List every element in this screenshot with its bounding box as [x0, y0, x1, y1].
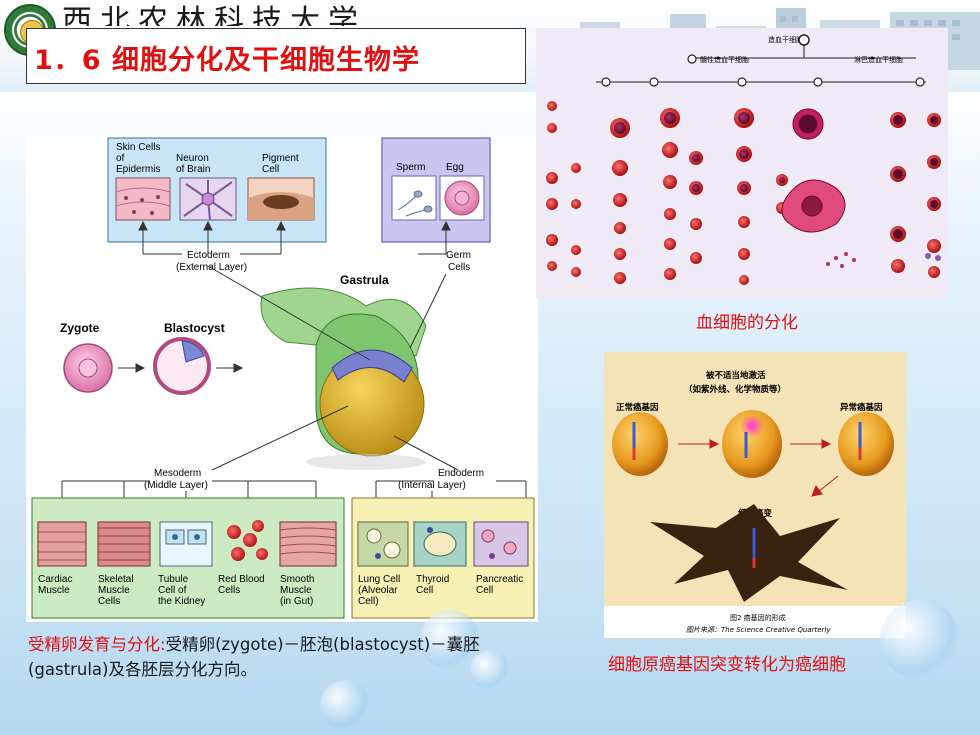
decorative-bubble — [420, 610, 480, 670]
germ-label-egg: Egg — [446, 162, 464, 173]
endo-label-lung-3: Cell) — [358, 596, 379, 607]
meso-label-skeletal-2: Muscle — [98, 585, 130, 596]
endoderm-sub-label: (Internal Layer) — [398, 480, 466, 491]
meso-label-rbc: Red Blood — [218, 574, 265, 585]
blood-diagram-caption: 血细胞的分化 — [696, 313, 798, 333]
myeloid-stem-label: 髓性造血干细胞 — [700, 55, 749, 64]
pancreatic-cell-illustration — [473, 521, 529, 567]
meso-label-rbc-2: Cells — [218, 585, 240, 596]
meso-label-tubule-2: Cell of — [158, 585, 187, 596]
meso-label-skeletal-3: Cells — [98, 596, 120, 607]
mesoderm-label: Mesoderm — [154, 468, 201, 479]
endo-label-lung: Lung Cell — [358, 574, 400, 585]
hsc-label: 造血干细胞 — [768, 35, 803, 44]
germ-cells-label: Germ — [446, 250, 471, 261]
ecto-cell-label-skin: Skin Cells — [116, 142, 160, 153]
ecto-cell-label-skin-3: Epidermis — [116, 164, 160, 175]
ecto-cell-label-neuron-2: of Brain — [176, 164, 210, 175]
skeletal-muscle-illustration — [97, 521, 151, 567]
normal-gene-label: 正常癌基因 — [616, 402, 659, 413]
school-name: 西北农林科技大学 — [62, 4, 366, 26]
activated-cell-illustration — [722, 410, 782, 478]
lymphoid-stem-label: 淋巴造血干细胞 — [854, 55, 903, 64]
endoderm-label: Endoderm — [438, 468, 484, 479]
zygote-label: Zygote — [60, 321, 100, 335]
normal-cell-illustration — [612, 412, 668, 476]
blood-cell-differentiation-diagram: 造血干细胞 髓性造血干细胞 淋巴造血干细胞 — [536, 28, 948, 298]
germ-label-sperm: Sperm — [396, 162, 425, 173]
ecto-cell-label-pigment-2: Cell — [262, 164, 279, 175]
endo-label-lung-2: (Alveolar — [358, 585, 398, 596]
abnormal-gene-label: 异常癌基因 — [840, 402, 883, 413]
endo-label-thyroid: Thyroid — [416, 574, 449, 585]
meso-label-cardiac: Cardiac — [38, 574, 72, 585]
activation-note-2: （如紫外线、化学物质等） — [684, 384, 786, 395]
oncogene-diagram: 被不适当地激活 （如紫外线、化学物质等） 正常癌基因 异常癌基因 细胞癌变 图2… — [604, 352, 906, 638]
decorative-bubble — [470, 650, 510, 690]
red-blood-cells-illustration — [227, 520, 268, 561]
decorative-bubble — [320, 680, 370, 730]
cancer-diagram-caption: 细胞原癌基因突变转化为癌细胞 — [608, 655, 846, 675]
cancer-cell-illustration — [650, 504, 848, 602]
endo-label-thyroid-2: Cell — [416, 585, 433, 596]
blastocyst-illustration — [153, 337, 211, 395]
blastocyst-label: Blastocyst — [164, 321, 225, 335]
ecto-cell-label-pigment: Pigment — [262, 153, 299, 164]
ectoderm-label: Ectoderm — [187, 250, 230, 261]
meso-label-smooth-3: (in Gut) — [280, 596, 313, 607]
embryo-development-diagram: Skin Cells of Epidermis Neuron of Brain … — [26, 136, 538, 622]
cardiac-muscle-illustration — [37, 521, 87, 567]
activation-note: 被不适当地激活 — [706, 370, 766, 381]
caption-body: 受精卵(zygote)－胚泡(blastocyst)－囊胚(gastrula)及… — [28, 635, 480, 679]
endo-label-pancreatic-2: Cell — [476, 585, 493, 596]
gastrula-illustration — [260, 287, 427, 470]
figure-label: 图2 癌基因的形成 — [730, 613, 786, 622]
meso-label-skeletal: Skeletal — [98, 574, 134, 585]
decorative-bubble — [880, 600, 960, 680]
meso-label-tubule: Tubule — [158, 574, 189, 585]
gastrula-label: Gastrula — [340, 273, 389, 287]
meso-label-smooth: Smooth — [280, 574, 314, 585]
ecto-cell-label-neuron: Neuron — [176, 153, 209, 164]
thyroid-cell-illustration — [413, 521, 467, 567]
meso-label-cardiac-2: Muscle — [38, 585, 70, 596]
mesoderm-sub-label: (Middle Layer) — [144, 480, 208, 491]
lung-cell-illustration — [357, 521, 409, 567]
meso-label-tubule-3: the Kidney — [158, 596, 205, 607]
ecto-cell-label-skin-2: of — [116, 153, 125, 164]
germ-cells-label-2: Cells — [448, 262, 470, 273]
development-caption: 受精卵发育与分化:受精卵(zygote)－胚泡(blastocyst)－囊胚(g… — [28, 632, 548, 682]
meso-label-smooth-2: Muscle — [280, 585, 312, 596]
mutant-cell-illustration — [838, 412, 894, 476]
smooth-muscle-illustration — [279, 521, 337, 567]
kidney-tubule-cell-illustration — [159, 521, 213, 567]
caption-lead: 受精卵发育与分化: — [28, 635, 166, 654]
title-box — [26, 28, 526, 84]
figure-source: 图片来源：The Science Creative Quarterly — [686, 626, 831, 634]
slide-title: 1．6 细胞分化及干细胞生物学 — [34, 45, 420, 76]
endo-label-pancreatic: Pancreatic — [476, 574, 523, 585]
